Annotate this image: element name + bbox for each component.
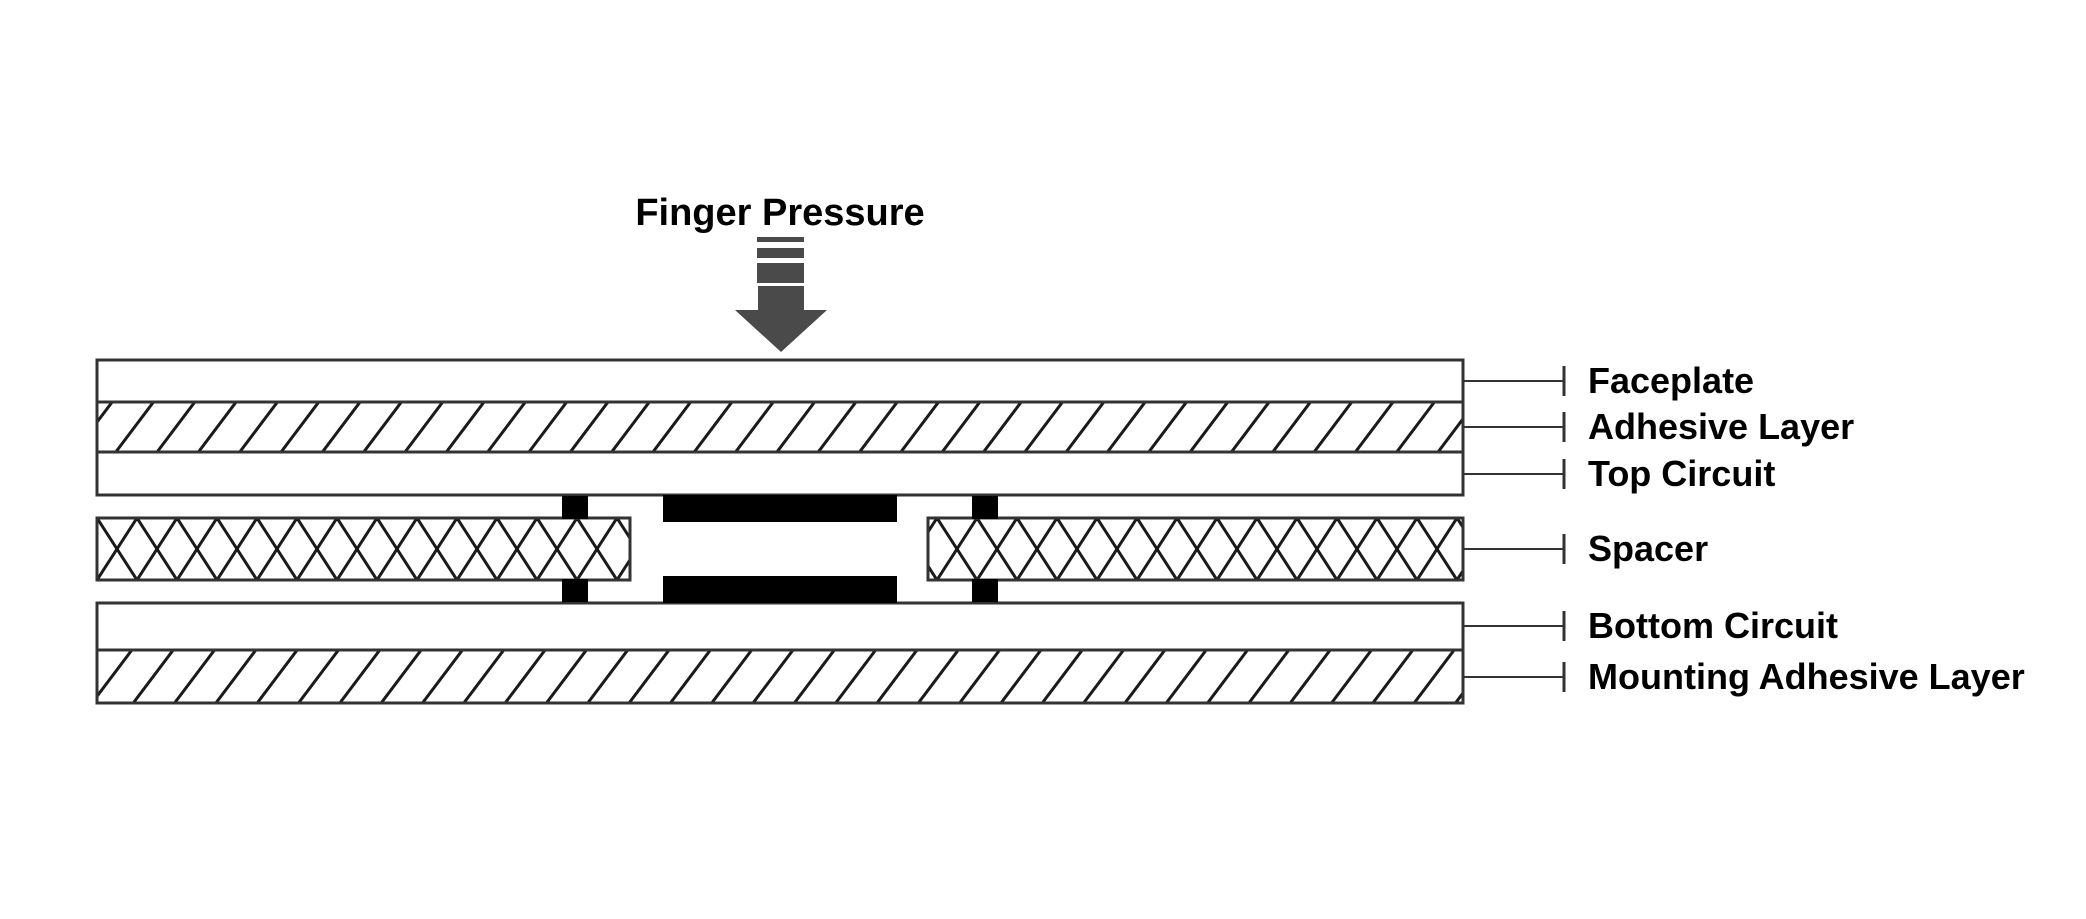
finger-pressure-title: Finger Pressure [635, 192, 925, 234]
arrow-stripe-1 [757, 237, 804, 242]
arrow-head [735, 286, 827, 352]
arrow-stripe-3 [757, 263, 804, 283]
top-contact-bar [663, 495, 897, 522]
bottom-contact-bar [663, 576, 897, 603]
spacer-layer-left [95, 516, 632, 582]
adhesive-layer [95, 400, 1465, 454]
spacer-layer-right [926, 516, 1465, 582]
mounting-adhesive-layer [95, 648, 1465, 705]
conductive-dot-top-right [972, 496, 998, 519]
top-circuit-layer [95, 450, 1465, 497]
label-faceplate: Faceplate [1588, 360, 1755, 401]
leader-lines [1463, 366, 1566, 692]
faceplate-layer [95, 358, 1465, 404]
arrow-stripe-2 [757, 248, 804, 258]
conductive-dot-bottom-right [972, 579, 998, 602]
conductive-dot-top-left [562, 496, 588, 519]
label-spacer: Spacer [1588, 528, 1709, 569]
down-arrow-icon [735, 237, 827, 352]
conductive-dot-bottom-left [562, 579, 588, 602]
label-mounting-adhesive-layer: Mounting Adhesive Layer [1588, 656, 2025, 697]
label-adhesive-layer: Adhesive Layer [1588, 406, 1855, 447]
label-top-circuit: Top Circuit [1588, 453, 1776, 494]
bottom-circuit-layer [95, 601, 1465, 652]
label-bottom-circuit: Bottom Circuit [1588, 605, 1838, 646]
